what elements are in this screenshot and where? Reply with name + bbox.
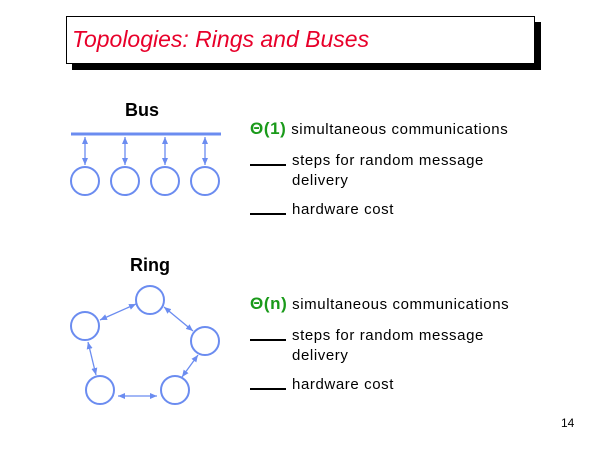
ring-item: hardware cost [292, 376, 395, 393]
ring-node [190, 326, 220, 356]
bus-item: hardware cost [292, 201, 395, 218]
blank-line [250, 164, 286, 166]
bus-theta: Θ(1) [250, 119, 287, 138]
ring-link [99, 303, 137, 321]
ring-node [160, 375, 190, 405]
blank-line [250, 388, 286, 390]
bus-label: Bus [125, 100, 160, 120]
ring-item: steps for random message [292, 327, 484, 344]
bus-node [190, 166, 220, 196]
bus-item: steps for random message [292, 152, 484, 169]
ring-steps-line: steps for random message delivery [250, 326, 484, 366]
bus-item: delivery [292, 172, 349, 189]
bus-simultaneous-line: Θ(1) simultaneous communications [250, 119, 508, 140]
bus-steps-line: steps for random message delivery [250, 151, 484, 191]
bus-item: simultaneous communications [291, 121, 509, 138]
blank-line [250, 339, 286, 341]
ring-theta: Θ(n) [250, 294, 288, 313]
ring-label: Ring [130, 255, 170, 275]
title-box: Topologies: Rings and Buses [66, 16, 535, 64]
ring-link [86, 341, 98, 376]
bus-node [150, 166, 180, 196]
ring-item: delivery [292, 347, 349, 364]
bus-node [70, 166, 100, 196]
blank-line [250, 213, 286, 215]
slide-title: Topologies: Rings and Buses [72, 26, 370, 52]
ring-link [181, 354, 199, 378]
ring-node [85, 375, 115, 405]
ring-simultaneous-line: Θ(n) simultaneous communications [250, 294, 509, 315]
ring-item: simultaneous communications [292, 296, 510, 313]
ring-node [135, 285, 165, 315]
bus-diagram [70, 132, 221, 196]
ring-node [70, 311, 100, 341]
page-number: 14 [561, 416, 575, 430]
bus-cost-line: hardware cost [250, 200, 394, 220]
ring-cost-line: hardware cost [250, 375, 394, 395]
ring-link [163, 306, 194, 332]
ring-diagram [70, 285, 220, 405]
bus-node [110, 166, 140, 196]
